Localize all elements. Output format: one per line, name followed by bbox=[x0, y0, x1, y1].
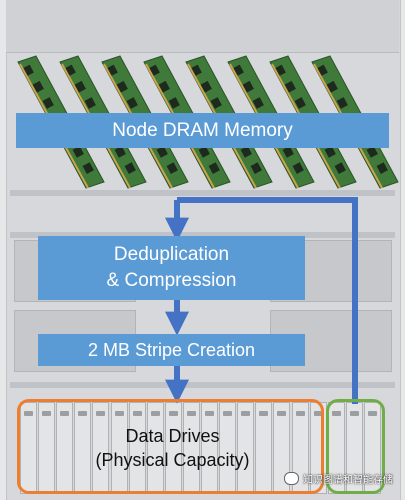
physical-capacity-label: (Physical Capacity) bbox=[60, 448, 285, 472]
stripe-creation-label: 2 MB Stripe Creation bbox=[88, 338, 255, 362]
dedup-compression-box: Deduplication & Compression bbox=[38, 236, 305, 300]
wechat-logo-icon bbox=[284, 472, 299, 485]
dram-memory-label: Node DRAM Memory bbox=[112, 118, 293, 144]
data-drives-caption: Data Drives (Physical Capacity) bbox=[60, 424, 285, 473]
dram-memory-box: Node DRAM Memory bbox=[16, 113, 389, 148]
stripe-creation-box: 2 MB Stripe Creation bbox=[38, 334, 305, 366]
watermark-text: 知识图谱和智能存储 bbox=[303, 471, 393, 486]
compression-label: & Compression bbox=[107, 268, 237, 294]
flow-line-to-right-drives bbox=[177, 200, 355, 404]
dedup-label: Deduplication bbox=[114, 242, 229, 268]
data-drives-label: Data Drives bbox=[60, 424, 285, 448]
watermark: 知识图谱和智能存储 bbox=[284, 471, 393, 486]
